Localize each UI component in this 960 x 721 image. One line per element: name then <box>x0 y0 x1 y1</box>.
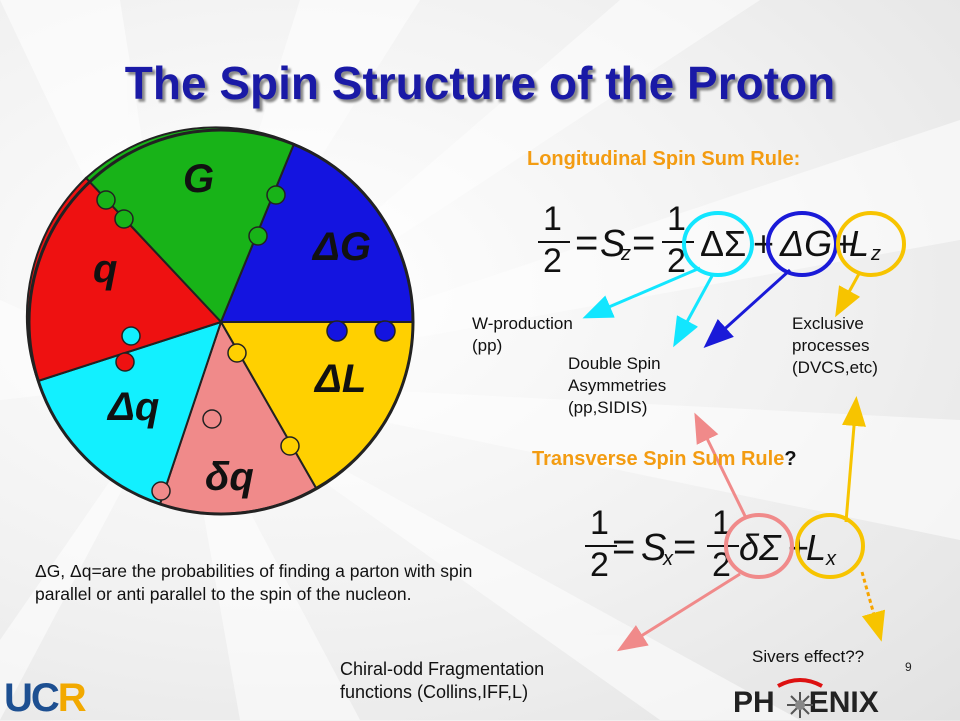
label-q: q <box>93 247 117 291</box>
svg-text:1: 1 <box>543 200 562 238</box>
svg-text:2: 2 <box>590 546 609 584</box>
svg-text:z: z <box>620 243 631 265</box>
note-double-spin: Double Spin Asymmetries (pp,SIDIS) <box>568 354 667 417</box>
svg-text:=: = <box>673 525 696 569</box>
pie-segments <box>25 126 415 515</box>
term-L: L <box>849 223 869 264</box>
svg-text:1: 1 <box>712 504 731 542</box>
term-delta-sigma-transverse: δΣ <box>739 527 782 568</box>
label-delta-q-transverse: δq <box>205 455 254 499</box>
note-chiral-odd: Chiral-odd Fragmentation functions (Coll… <box>340 659 545 703</box>
label-delta-L: ΔL <box>313 357 366 401</box>
ucr-logo: UCR <box>4 676 87 720</box>
term-delta-sigma: ΔΣ <box>700 223 746 264</box>
caption-probabilities: ΔG, Δq=are the probabilities of finding … <box>35 561 473 604</box>
svg-text:z: z <box>870 243 881 265</box>
term-L-transverse: L <box>806 527 826 568</box>
svg-text:x: x <box>662 548 674 570</box>
longitudinal-heading: Longitudinal Spin Sum Rule: <box>527 148 801 170</box>
puzzle-knobs <box>96 185 396 501</box>
svg-text:x: x <box>825 548 837 570</box>
svg-text:S: S <box>600 223 625 265</box>
svg-text:=: = <box>575 221 598 265</box>
label-delta-G: ΔG <box>311 225 371 269</box>
svg-text:=: = <box>632 221 655 265</box>
label-delta-q: Δq <box>106 385 159 429</box>
svg-text:2: 2 <box>667 242 686 280</box>
svg-text:1: 1 <box>667 200 686 238</box>
term-delta-G: ΔG <box>779 223 832 264</box>
page-title: The Spin Structure of the Proton <box>124 57 836 109</box>
svg-text:S: S <box>641 527 666 569</box>
svg-text:=: = <box>612 525 635 569</box>
note-w-production: W-production (pp) <box>472 314 573 355</box>
transverse-heading: Transverse Spin Sum Rule? <box>532 448 797 470</box>
svg-text:2: 2 <box>543 242 562 280</box>
svg-text:1: 1 <box>590 504 609 542</box>
note-sivers: Sivers effect?? <box>752 647 865 666</box>
label-G: G <box>183 157 214 201</box>
phenix-sun-icon <box>777 678 823 718</box>
page-number: 9 <box>905 660 912 674</box>
note-exclusive: Exclusive processes (DVCS,etc) <box>792 314 878 377</box>
